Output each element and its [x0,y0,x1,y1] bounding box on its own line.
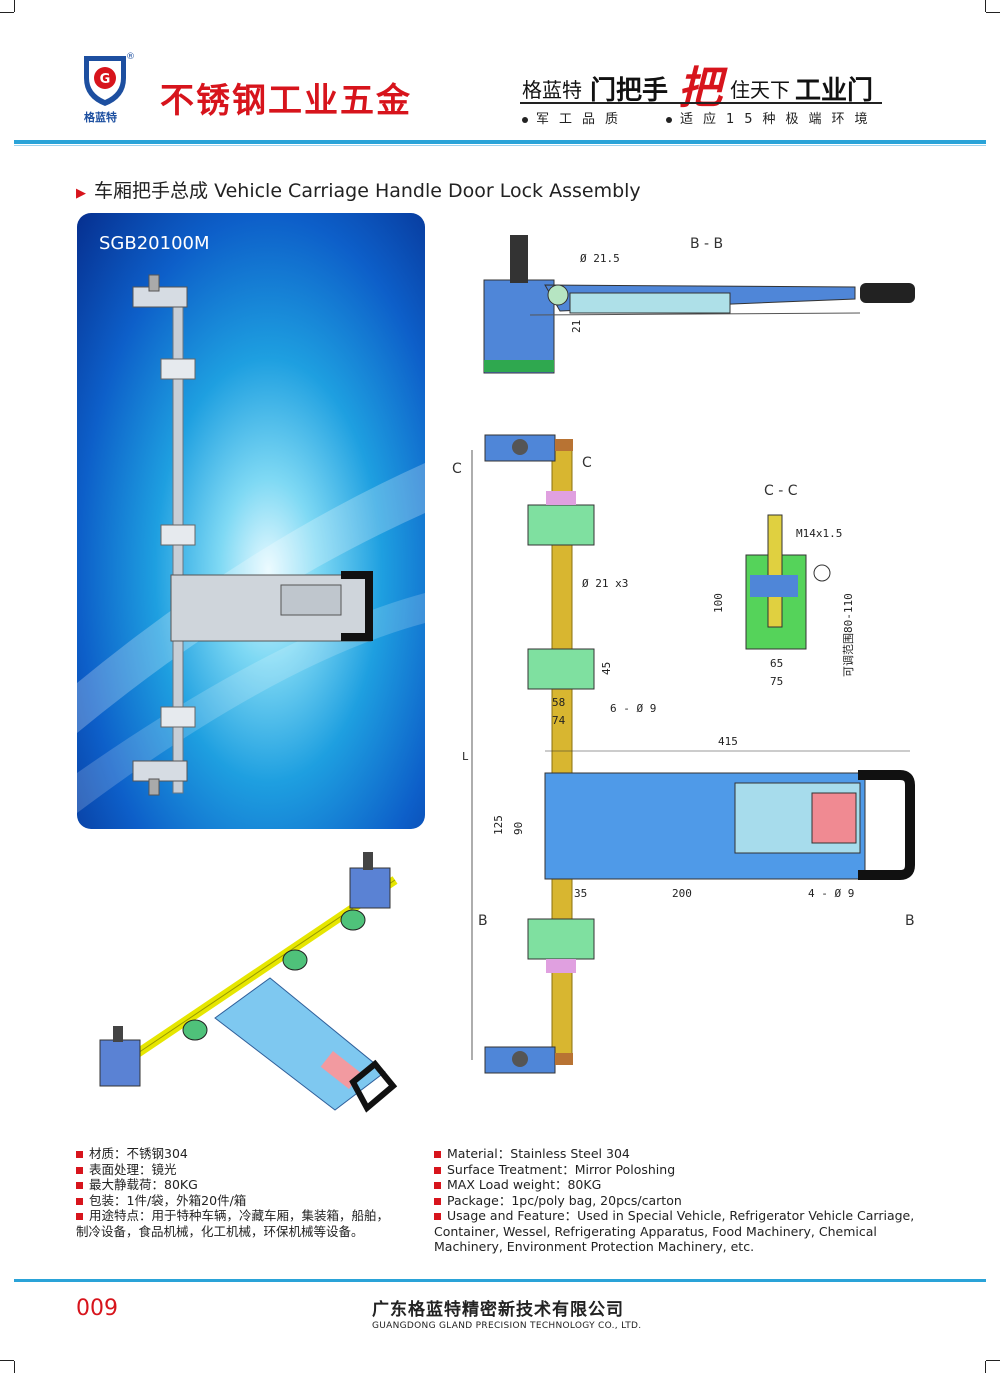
dim-d45: 45 [600,662,613,675]
title-cn: 车厢把手总成 [94,180,209,202]
crop-mark [985,0,986,12]
slogan-underline [520,102,882,104]
label-c-right: C [582,455,592,471]
footer-rule [14,1279,986,1282]
header-rule-thin [14,145,986,146]
logo-text: 格蓝特 [84,111,117,124]
spec-en-package: Package：1pc/poly bag, 20pcs/carton [434,1193,934,1209]
label-c-left: C [452,461,462,477]
spec-cn-usage-cont: 制冷设备，食品机械，化工机械，环保机械等设备。 [76,1223,364,1239]
spec-en-material: Material：Stainless Steel 304 [434,1146,934,1162]
section-cc-label: C - C [764,483,798,499]
registered-mark: ® [126,52,135,62]
dim-d6x9: 6 - Ø 9 [610,702,656,715]
spec-cn-surface: 表面处理：镜光 [76,1162,416,1178]
spec-cn-package: 包装：1件/袋，外箱20件/箱 [76,1193,416,1209]
crop-mark [985,1361,986,1373]
model-code: SGB20100M [99,233,210,254]
dim-d125: 125 [492,815,505,835]
brand-title: 不锈钢工业五金 [160,81,412,121]
handle-photo [132,274,373,796]
brand-logo-icon: G [84,56,126,106]
slogan-part-a: 格蓝特 [522,78,582,102]
crop-mark [14,1361,15,1373]
dim-d74: 74 [552,714,566,727]
dim-d415: 415 [718,735,738,748]
section-bb-label: B - B [690,236,723,252]
square-bullet-icon [76,1213,83,1220]
dim-d21: 21 [570,320,583,333]
spec-cn-material: 材质：不锈钢304 [76,1146,416,1162]
tag-environment: 适应15种极端环境 [666,108,878,127]
spec-cn-usage: 用途特点：用于特种车辆，冷藏车厢，集装箱，船舶， [76,1208,416,1224]
square-bullet-icon [434,1166,441,1174]
company-name-cn: 广东格蓝特精密新技术有限公司 [372,1300,624,1320]
svg-text:G: G [100,72,111,87]
square-bullet-icon [434,1182,441,1189]
dim-d90: 90 [512,822,525,835]
page-number: 009 [76,1296,118,1321]
crop-mark [0,12,14,13]
section-title: ▶ 车厢把手总成 Vehicle Carriage Handle Door Loc… [76,176,641,203]
dim-m14: M14x1.5 [796,527,842,540]
company-name-en: GUANGDONG GLAND PRECISION TECHNOLOGY CO.… [372,1321,642,1331]
crop-mark [986,12,1000,13]
spec-en-usage-cont: Container, Wessel, Refrigerating Apparat… [434,1223,877,1239]
dim-d215: Ø 21.5 [580,252,620,265]
label-b-right: B [905,913,915,929]
square-bullet-icon [76,1197,83,1205]
square-bullet-icon [76,1151,83,1158]
square-bullet-icon [434,1213,441,1220]
dim-d21x3: Ø 21 x3 [582,577,628,590]
header: G ® 格蓝特 不锈钢工业五金 格蓝特 门把手 把 住天下 工业门 军工品质 适… [0,0,1000,150]
square-bullet-icon [76,1182,83,1189]
label-b-left: B [478,913,488,929]
spec-en-usage-cont2: Machinery, Environment Protection Machin… [434,1239,755,1254]
specs-cn: 材质：不锈钢304 表面处理：镜光 最大静载荷：80KG 包装：1件/袋，外箱2… [76,1146,416,1239]
crop-mark [0,1360,14,1361]
dim-d200: 200 [672,887,692,900]
dim-d4x9: 4 - Ø 9 [808,887,854,900]
spec-en-surface: Surface Treatment：Mirror Poloshing [434,1162,934,1178]
spec-cn-load: 最大静载荷：80KG [76,1177,416,1193]
crop-mark [986,1360,1000,1361]
specs-en: Material：Stainless Steel 304 Surface Tre… [434,1146,934,1255]
dim-d65: 65 [770,657,783,670]
slogan-part-b: 门把手 [590,76,669,106]
square-bullet-icon [434,1151,441,1158]
spec-en-load: MAX Load weight：80KG [434,1177,934,1193]
assembly-3d-render [99,852,398,1113]
bullet-icon [522,116,528,123]
slogan-part-c: 住天下 [730,78,790,102]
technical-drawing: B - B Ø 21.5 21 C C L Ø 21 x3 45 58 74 6… [452,235,915,1074]
crop-mark [14,0,15,12]
product-photo-panel: SGB20100M [77,213,425,829]
dim-d58: 58 [552,696,565,709]
bullet-icon [666,116,672,123]
dim-d35: 35 [574,887,587,900]
title-en: Vehicle Carriage Handle Door Lock Assemb… [214,180,641,202]
dim-d75: 75 [770,675,783,688]
slogan-calligraphy-char: 把 [678,63,722,114]
header-rule [14,140,986,144]
dim-d100: 100 [712,593,725,613]
tag-quality: 军工品质 [522,108,628,127]
triangle-bullet-icon: ▶ [76,186,86,201]
label-l: L [462,750,469,763]
spec-en-usage: Usage and Feature：Used in Special Vehicl… [434,1208,934,1224]
dim-adjust-range: 可调范围80-110 [841,593,855,677]
slogan-part-d: 工业门 [795,76,874,106]
square-bullet-icon [76,1166,83,1174]
square-bullet-icon [434,1197,441,1205]
